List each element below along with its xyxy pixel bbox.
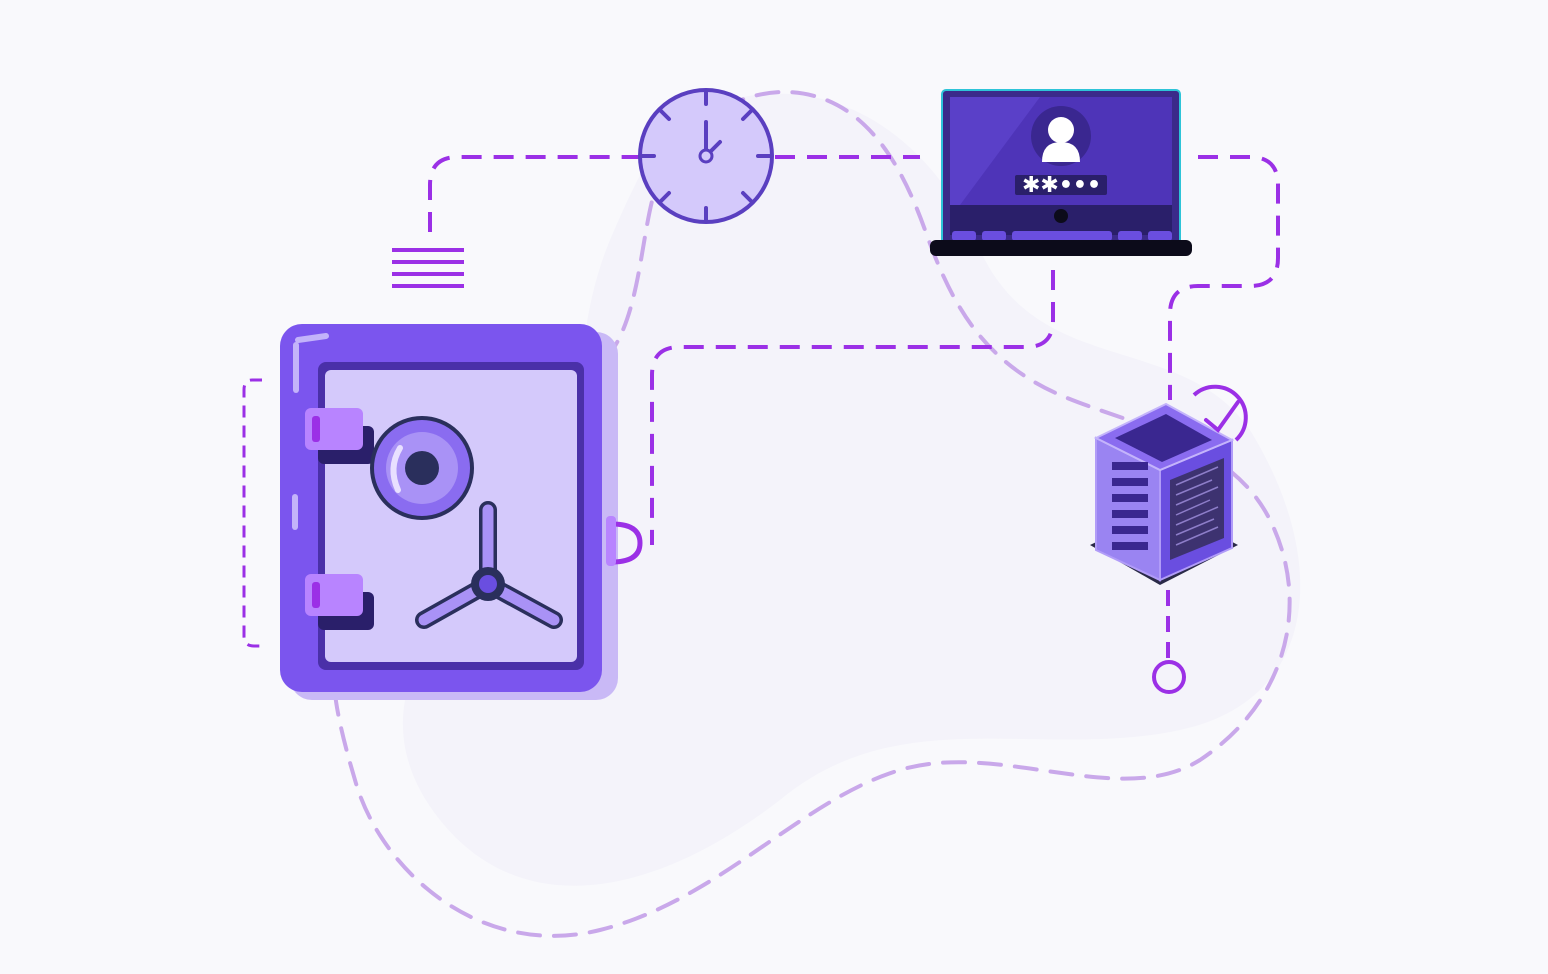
user-icon <box>1031 106 1091 166</box>
password-field <box>1015 175 1107 195</box>
safe-side-handle <box>606 516 643 566</box>
password-mask: ✱✱••• <box>1022 173 1101 198</box>
clock-icon <box>638 88 774 224</box>
bracket-dashed <box>242 378 262 648</box>
hinge-top <box>305 408 374 464</box>
hinge-bottom <box>305 574 374 630</box>
safe-icon <box>280 324 643 700</box>
endpoint-ring <box>1152 660 1186 694</box>
laptop-icon: ✱✱••• <box>930 89 1192 256</box>
combination-dial-icon <box>370 416 474 520</box>
outer-dashed-loop <box>333 89 1292 938</box>
wheel-handle-icon <box>415 501 563 629</box>
background-blob <box>402 93 1301 886</box>
dashed-path-laptop-to-safe <box>650 270 1055 545</box>
server-icon <box>1090 402 1238 585</box>
menu-lines-icon <box>392 248 464 288</box>
checkmark-icon <box>1192 384 1248 442</box>
dashed-path-laptop-to-server <box>1168 155 1280 400</box>
dashed-path-menu-to-laptop <box>428 155 920 232</box>
